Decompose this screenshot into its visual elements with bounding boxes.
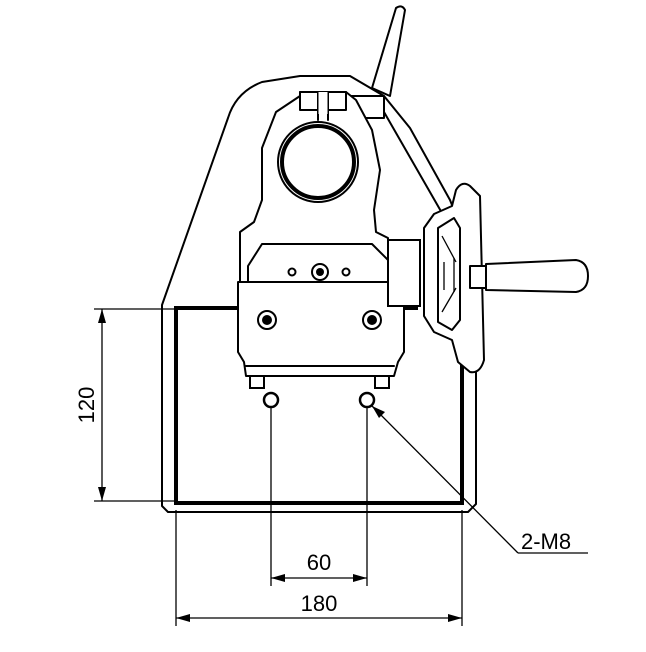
dim-120-arrow-top xyxy=(98,309,106,323)
crank-shaft xyxy=(469,265,487,289)
top-hole-left xyxy=(287,267,297,277)
bolt-left-core xyxy=(262,315,272,325)
callout-leader xyxy=(371,405,519,554)
handwheel-inner xyxy=(437,217,461,331)
bolt-right-core xyxy=(367,315,377,325)
foot-left xyxy=(249,375,265,389)
slot-gap xyxy=(318,92,328,114)
dim-180-arrow-left xyxy=(176,614,190,622)
dim-60-arrow-right xyxy=(353,574,367,582)
base-plate xyxy=(174,308,464,505)
top-hole-right xyxy=(341,267,351,277)
dim-120-label: 120 xyxy=(74,387,99,424)
callout-label: 2-M8 xyxy=(521,529,571,554)
callout-arrow xyxy=(372,406,385,418)
top-hole-center-dot xyxy=(316,268,324,276)
lever-handle xyxy=(371,5,406,97)
mount-hole-right xyxy=(358,391,376,409)
dim-120-arrow-bottom xyxy=(98,487,106,501)
mount-hole-left xyxy=(262,391,280,409)
bore-inner xyxy=(280,124,356,200)
dim-180-label: 180 xyxy=(301,591,338,616)
handwheel-spoke-1 xyxy=(441,235,457,263)
dim-60-arrow-left xyxy=(271,574,285,582)
foot-right xyxy=(374,375,390,389)
crank-handle xyxy=(485,259,589,293)
lever-link xyxy=(383,111,447,221)
dim-60-label: 60 xyxy=(307,550,331,575)
dim-180-arrow-right xyxy=(448,614,462,622)
wheel-hub-block xyxy=(387,239,421,307)
